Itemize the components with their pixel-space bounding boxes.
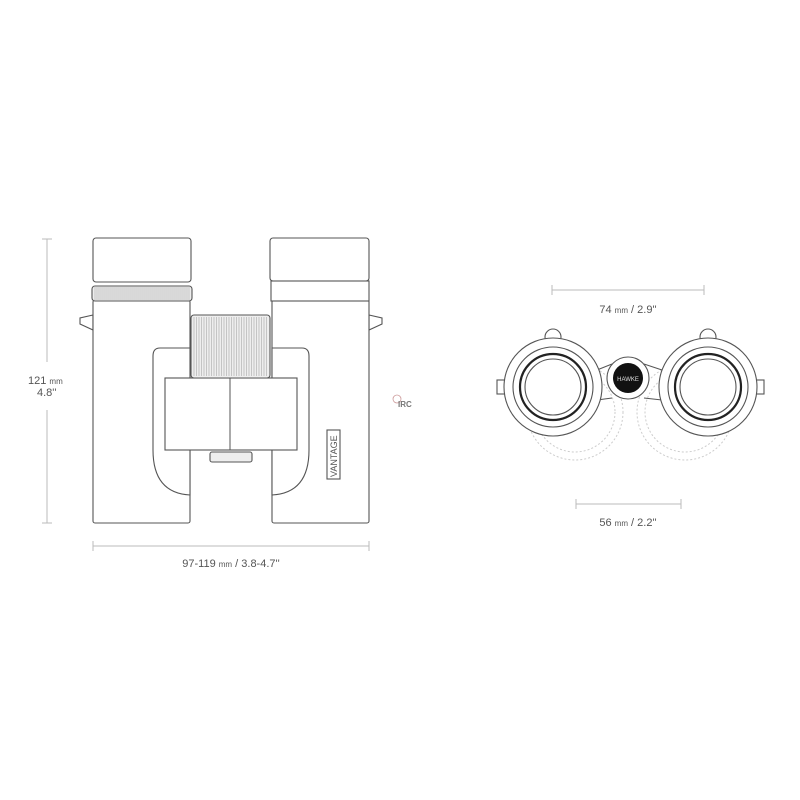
front-bridge bbox=[596, 363, 663, 401]
left-eyecup bbox=[92, 237, 192, 283]
focus-wheel-knurling bbox=[193, 317, 267, 376]
right-eyecup-band bbox=[270, 280, 370, 302]
height-label: 121 mm bbox=[28, 375, 63, 387]
irc-badge: IRC bbox=[398, 400, 412, 409]
top-dimension-label: 74 mm / 2.9'' bbox=[599, 304, 656, 316]
model-label: VANTAGE bbox=[329, 435, 339, 477]
focus-wheel bbox=[190, 314, 271, 379]
left-strap-lug bbox=[79, 314, 94, 331]
right-eyecup bbox=[269, 237, 370, 282]
hawke-logo-disk bbox=[613, 363, 643, 393]
right-objective bbox=[658, 328, 765, 437]
irc-badge-icon bbox=[392, 394, 402, 404]
hinge bbox=[164, 377, 298, 451]
side-view: VANTAGE IRC 121 mm 4.8'' 97-119 mm / 3.8… bbox=[28, 237, 412, 570]
diopter-ring-knurling bbox=[94, 287, 190, 300]
brand-logo: HAWKE bbox=[617, 377, 639, 383]
lower-hinge-knob bbox=[209, 451, 253, 463]
height-label-imperial: 4.8'' bbox=[37, 387, 57, 399]
model-label-box bbox=[326, 429, 341, 480]
left-objective bbox=[496, 328, 603, 437]
front-view: HAWKE 74 mm / 2.9'' 56 mm / 2.2'' bbox=[496, 285, 765, 529]
right-strap-lug bbox=[368, 314, 383, 331]
width-label: 97-119 mm / 3.8-4.7'' bbox=[182, 558, 279, 570]
bottom-dimension-label: 56 mm / 2.2'' bbox=[599, 517, 656, 529]
